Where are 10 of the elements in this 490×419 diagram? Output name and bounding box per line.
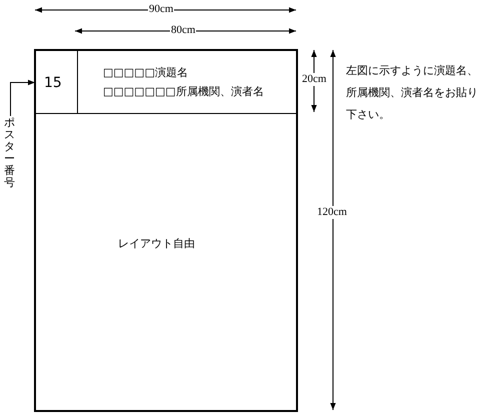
dimension-label: 20cm — [301, 73, 328, 86]
vertical-label: ポスター番号 — [4, 117, 15, 190]
title-line: □□□□□演題名 — [103, 66, 188, 80]
leader-arrow — [10, 80, 36, 116]
poster-number: 15 — [44, 75, 62, 92]
affiliation-line: □□□□□□□所属機関、演者名 — [103, 85, 264, 98]
dimension-label: 120cm — [316, 206, 348, 220]
body-text: レイアウト自由 — [118, 237, 195, 250]
poster-outline — [34, 49, 298, 412]
number-cell — [36, 51, 78, 114]
